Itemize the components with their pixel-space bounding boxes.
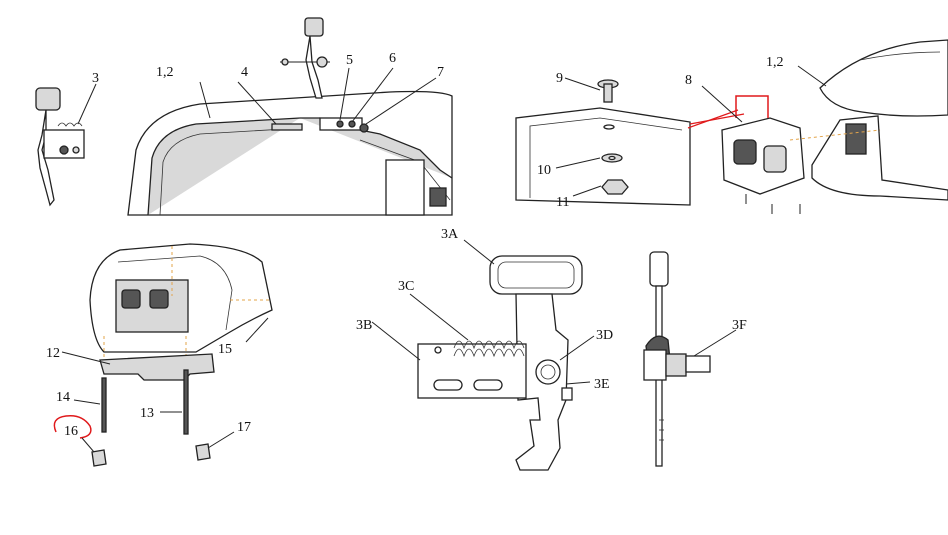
label-3A: 3A [441,227,459,242]
label-3B: 3B [356,318,372,333]
latch-detail-bottom-center [371,239,595,471]
label-1-2-top: 1,2 [156,65,174,80]
cover-panel-top-right [515,39,948,214]
label-3C: 3C [398,279,414,294]
latch-assembly-top-left [35,83,97,207]
label-6: 6 [389,51,396,66]
cover-assembly-bottom-left [53,243,273,467]
label-3E: 3E [594,377,610,392]
latch-side-view-bottom-right [643,251,737,467]
hood-assembly-top-center [127,17,453,216]
label-3F: 3F [732,318,747,333]
label-3-top: 3 [92,71,99,86]
label-8: 8 [685,73,692,88]
label-4: 4 [241,65,248,80]
label-5: 5 [346,53,353,68]
label-10: 10 [537,163,551,178]
label-17: 17 [237,420,251,435]
label-12: 12 [46,346,60,361]
label-14: 14 [56,390,70,405]
label-9: 9 [556,71,563,86]
label-3D: 3D [596,328,613,343]
label-15: 15 [218,342,232,357]
label-1-2-right: 1,2 [766,55,784,70]
label-11: 11 [556,195,569,210]
label-7: 7 [437,65,444,80]
label-16: 16 [64,424,78,439]
label-13: 13 [140,406,154,421]
callout-labels: 3 1,2 4 5 6 7 9 8 1,2 10 11 12 15 14 13 … [46,51,784,439]
